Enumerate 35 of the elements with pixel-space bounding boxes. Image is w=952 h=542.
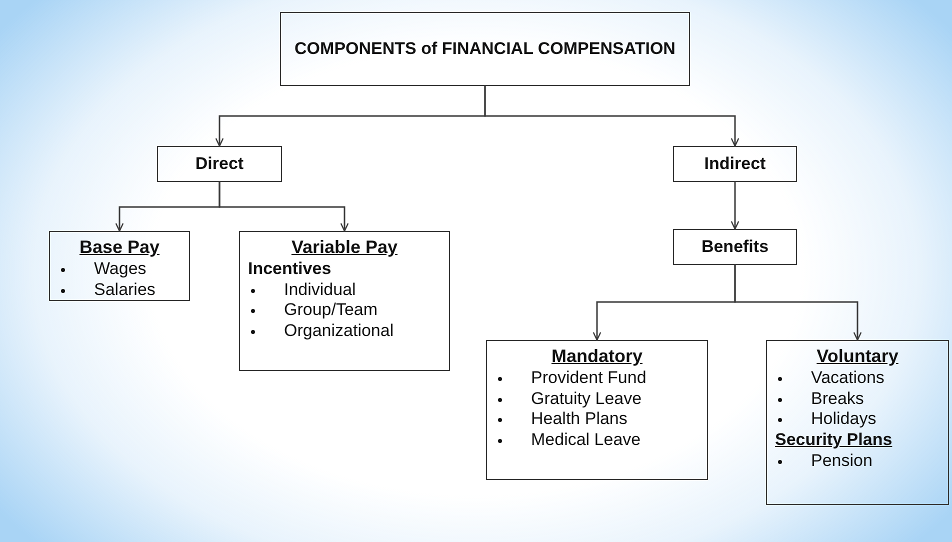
box-heading: Base Pay [78, 237, 161, 259]
bullet-item: Vacations [775, 368, 940, 389]
node-box [766, 340, 949, 505]
bullet-item: Breaks [775, 388, 940, 410]
box-heading: Voluntary [816, 346, 900, 368]
connector-arrow [484, 86, 740, 147]
bullet-item: Individual [248, 280, 441, 300]
subheading: Security Plans [775, 430, 894, 451]
node-box [157, 146, 282, 182]
node-box [486, 340, 708, 480]
connector-arrow [734, 265, 862, 341]
node-box [239, 231, 450, 371]
bullet-item: Health Plans [495, 409, 699, 430]
bullet-item: Group/Team [248, 300, 441, 322]
node-box [673, 229, 797, 265]
title-text: COMPONENTS of FINANCIAL COMPENSATION [294, 38, 676, 60]
box-heading: Variable Pay [290, 237, 399, 259]
node-box [280, 12, 690, 86]
connector-arrow [218, 182, 349, 232]
bullet-item: Provident Fund [495, 368, 699, 389]
subheading: Incentives [248, 258, 332, 280]
bullet-item: Gratuity Leave [495, 388, 699, 410]
bullet-item: Salaries [58, 280, 181, 300]
node-label: Direct [194, 154, 245, 174]
bullet-item: Organizational [248, 321, 441, 342]
bullet-item: Wages [58, 258, 181, 280]
bullet-item: Medical Leave [495, 430, 699, 451]
bullet-item: Pension [775, 450, 940, 472]
connector-arrow [730, 182, 740, 230]
node-box [49, 231, 190, 301]
node-label: Indirect [703, 154, 767, 174]
node-box [673, 146, 797, 182]
node-label: Benefits [700, 236, 770, 258]
bullet-item: Holidays [775, 409, 940, 430]
box-heading: Mandatory [550, 346, 644, 368]
